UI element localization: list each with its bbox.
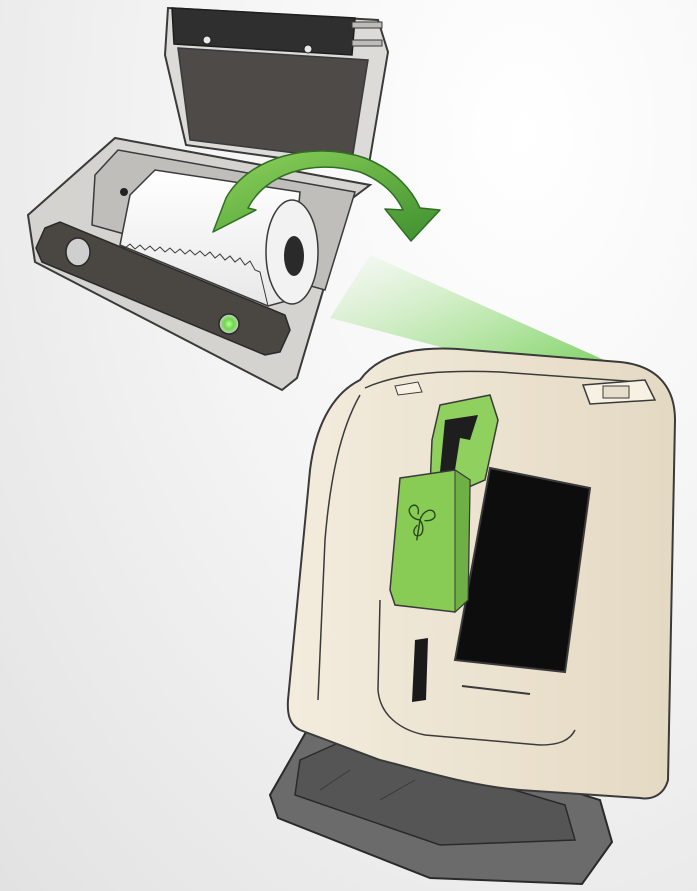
screw-icon bbox=[202, 35, 212, 45]
paper-roll bbox=[119, 169, 319, 307]
rotation-arrow-icon bbox=[212, 150, 441, 242]
screw-icon bbox=[303, 44, 313, 54]
thermal-printer bbox=[26, 6, 390, 392]
cartridge-holder[interactable] bbox=[389, 394, 499, 614]
lid-hinge-bar bbox=[171, 7, 356, 56]
feed-button[interactable] bbox=[65, 237, 91, 267]
screen-underline bbox=[461, 685, 531, 695]
analyzer-device bbox=[268, 347, 677, 886]
status-led-icon bbox=[218, 313, 240, 335]
shamrock-logo-icon bbox=[408, 504, 436, 541]
